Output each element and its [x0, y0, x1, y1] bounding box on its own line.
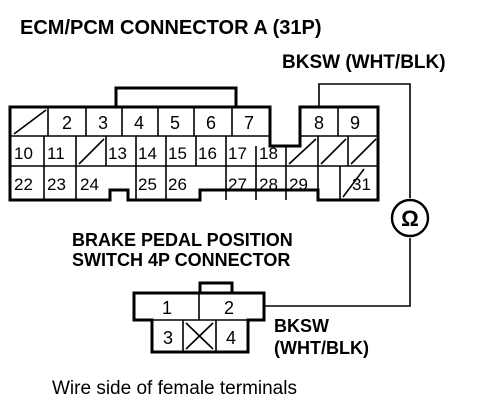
ecm-pin: 6	[206, 113, 216, 133]
ecm-pin: 23	[47, 175, 66, 194]
ecm-bksw-label: BKSW (WHT/BLK)	[282, 52, 446, 73]
switch-pin: 1	[162, 298, 172, 318]
ecm-pin: 22	[14, 175, 33, 194]
ecm-pin: 7	[244, 113, 254, 133]
ecm-pin: 3	[98, 113, 108, 133]
switch-test-lead	[264, 238, 411, 307]
ecm-pin: 13	[108, 144, 127, 163]
ecm-pin: 4	[134, 113, 144, 133]
ecm-pin: 28	[259, 175, 278, 194]
ecm-pin: 24	[80, 175, 99, 194]
ecm-pin: 10	[14, 144, 33, 163]
ecm-pin: 26	[168, 175, 187, 194]
switch-pin: 4	[226, 328, 236, 348]
switch-connector-cells	[134, 293, 264, 352]
switch-pin-labels: 1 2 3 4	[162, 298, 236, 348]
ecm-pin: 11	[47, 144, 65, 163]
test-lead-wires	[264, 83, 411, 307]
ecm-empty-cavity-12	[78, 138, 105, 165]
ecm-empty-cavity-19	[288, 138, 317, 165]
ecm-pin: 8	[314, 113, 324, 133]
ecm-row-3-labels: 22 23 24 25 26 27 28 29 31	[14, 175, 371, 194]
switch-title-line-2: SWITCH 4P CONNECTOR	[72, 250, 290, 270]
ecm-row-2-labels: 10 11 13 14 15 16 17 18	[14, 144, 278, 163]
ecm-pin: 9	[350, 113, 360, 133]
ecm-pin: 17	[228, 144, 247, 163]
switch-title-line-1: BRAKE PEDAL POSITION	[72, 230, 293, 250]
ecm-pin: 25	[138, 175, 157, 194]
ecm-pin: 16	[198, 144, 217, 163]
switch-pin: 2	[224, 298, 234, 318]
ecm-connector-title: ECM/PCM CONNECTOR A (31P)	[20, 17, 322, 39]
ecm-pin: 18	[259, 144, 278, 163]
ecm-empty-cavity-20	[320, 138, 347, 165]
ecm-pin: 29	[289, 175, 308, 194]
switch-bksw-label-line-1: BKSW	[274, 316, 329, 336]
ecm-pin: 15	[168, 144, 187, 163]
footer-note: Wire side of female terminals	[52, 378, 297, 399]
ecm-empty-cavity-1	[13, 109, 47, 135]
switch-pin: 3	[163, 328, 173, 348]
ecm-row-1-labels: 2 3 4 5 6 7 8 9	[62, 113, 360, 133]
ecm-row-3	[342, 168, 365, 198]
ecm-empty-cavity-21	[350, 138, 377, 165]
ecm-pin: 31	[352, 175, 371, 194]
ecm-test-lead	[318, 83, 411, 198]
ohm-symbol: Ω	[401, 206, 419, 231]
ecm-pin: 2	[62, 113, 72, 133]
ohmmeter-icon: Ω	[390, 198, 430, 238]
ecm-empty-cavity-30	[342, 168, 365, 198]
switch-bksw-label-line-2: (WHT/BLK)	[274, 338, 369, 358]
ecm-pin: 27	[228, 175, 247, 194]
ecm-row-2	[10, 136, 378, 200]
switch-empty-cavity	[185, 322, 214, 350]
ecm-pin: 5	[170, 113, 180, 133]
ecm-pin: 14	[138, 144, 157, 163]
